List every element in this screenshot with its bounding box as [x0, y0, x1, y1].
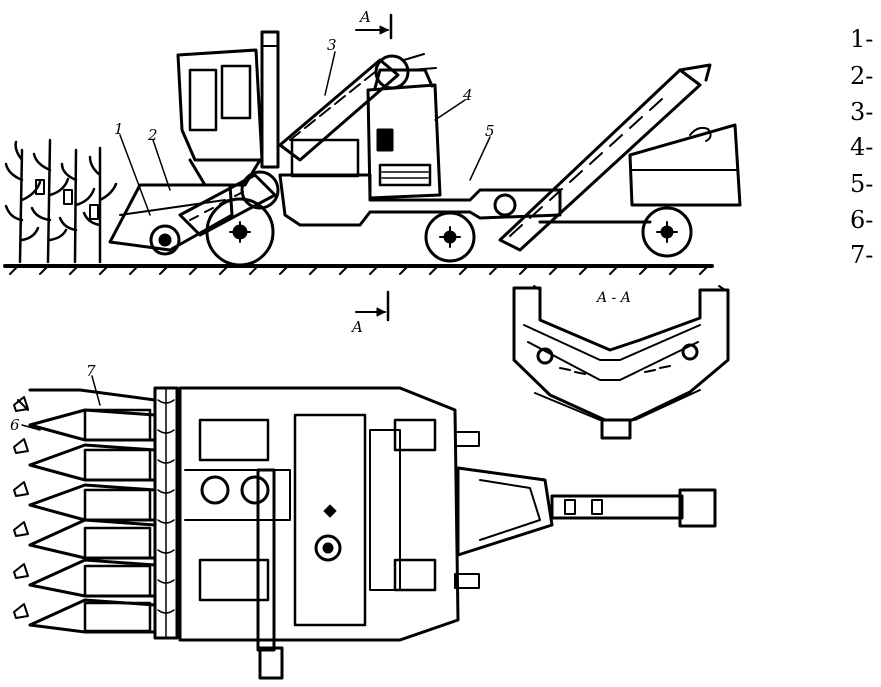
section-label-bottom: A [350, 318, 363, 336]
callout-7: 7 [86, 362, 96, 380]
plan-view: 7 6 [10, 362, 717, 680]
cross-auger [153, 386, 179, 640]
plan-tongue [456, 466, 717, 557]
plan-callout-leaders [21, 375, 101, 431]
plan-frame [178, 386, 480, 642]
trailer [628, 123, 742, 258]
legend-item-4: 4- [850, 133, 874, 161]
loading-elevator [493, 63, 712, 252]
callout-2: 2 [147, 126, 158, 144]
section-marker-bottom [355, 290, 390, 322]
legend-item-2: 2- [850, 62, 874, 90]
rear-wheel [424, 211, 476, 263]
section-title: A - A [595, 290, 631, 306]
exhaust-pipe [260, 30, 280, 169]
callout-6: 6 [10, 416, 20, 434]
side-view: A 1 2 3 4 5 [3, 8, 742, 275]
corn-plants [4, 138, 118, 264]
plan-plants [13, 396, 29, 619]
callout-5: 5 [485, 122, 495, 140]
inclined-elevator [278, 53, 437, 162]
legend-item-1: 1- [850, 25, 874, 53]
header-unit [108, 183, 234, 256]
header-snouts [28, 388, 157, 634]
bottom-spout [256, 468, 284, 680]
callout-4: 4 [462, 86, 473, 104]
callout-1: 1 [114, 120, 124, 138]
section-label-top: A [358, 8, 371, 26]
callout-3: 3 [327, 36, 337, 54]
feed-chain [178, 170, 280, 237]
section-view-aa [512, 285, 730, 440]
legend-item-6: 6- [850, 206, 874, 234]
husking-unit [366, 68, 442, 200]
legend-item-3: 3- [850, 98, 874, 126]
cab [176, 48, 264, 187]
section-marker-top [355, 13, 393, 40]
chassis [278, 138, 562, 227]
callout-leaders [119, 51, 491, 216]
legend-item-7: 7- [850, 241, 874, 269]
legend-item-5: 5- [850, 170, 874, 198]
ground [3, 264, 714, 275]
